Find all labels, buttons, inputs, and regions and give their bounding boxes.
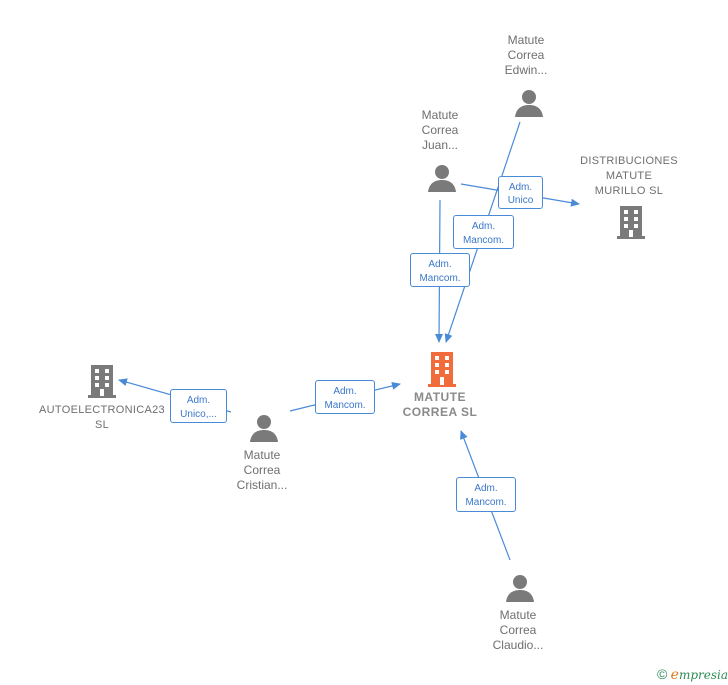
- person-node-juan[interactable]: Matute Correa Juan...: [395, 108, 485, 153]
- person-name-line: Correa: [507, 48, 545, 62]
- edge-label-role: Adm.: [474, 483, 498, 494]
- building-icon[interactable]: [86, 364, 118, 398]
- company-node-matute-correa[interactable]: MATUTE CORREA SL: [385, 390, 495, 420]
- brand-initial: e: [670, 667, 679, 683]
- person-name-line: Matute: [421, 108, 459, 122]
- person-name-line: Matute: [507, 33, 545, 47]
- person-node-claudio[interactable]: Matute Correa Claudio...: [472, 608, 564, 653]
- edge-label-type: Unico,...: [180, 409, 217, 420]
- edge-label-edwin-matute[interactable]: Adm. Mancom.: [453, 215, 514, 249]
- edge-label-role: Adm.: [333, 386, 357, 397]
- company-name-line: AUTOELECTRONICA23: [39, 404, 165, 416]
- edge-label-role: Adm.: [471, 221, 496, 232]
- person-icon[interactable]: [249, 413, 279, 443]
- empresia-watermark: © empresia: [657, 666, 728, 683]
- person-icon[interactable]: [427, 163, 457, 193]
- edge-label-type: Mancom.: [419, 273, 461, 284]
- person-node-edwin[interactable]: Matute Correa Edwin...: [480, 33, 572, 78]
- building-icon[interactable]: [615, 205, 647, 239]
- edge-label-role: Adm.: [508, 182, 533, 193]
- focus-building-icon[interactable]: [426, 351, 458, 387]
- edge-label-type: Mancom.: [462, 235, 505, 246]
- company-name-line: CORREA SL: [402, 405, 478, 419]
- person-name-line: Correa: [499, 623, 537, 637]
- edge-label-juan-matute[interactable]: Adm. Mancom.: [410, 253, 470, 287]
- person-icon[interactable]: [514, 88, 544, 118]
- company-name-line: MATUTE: [605, 170, 653, 182]
- company-node-distribuciones[interactable]: DISTRIBUCIONES MATUTE MURILLO SL: [570, 154, 688, 199]
- edge-label-type: Mancom.: [465, 497, 507, 508]
- edge-label-role: Adm.: [186, 395, 211, 406]
- person-name-line: Juan...: [421, 138, 459, 152]
- edge-label-juan-distribuciones[interactable]: Adm. Unico: [498, 176, 543, 209]
- person-name-line: Matute: [499, 608, 537, 622]
- brand-name: mpresia: [678, 668, 728, 682]
- company-node-autoelectronica[interactable]: AUTOELECTRONICA23 SL: [30, 403, 174, 433]
- person-name-line: Correa: [243, 463, 281, 477]
- person-node-cristian[interactable]: Matute Correa Cristian...: [216, 448, 308, 493]
- person-name-line: Cristian...: [236, 478, 288, 492]
- company-name-line: DISTRIBUCIONES: [580, 155, 678, 167]
- edge-label-cristian-matute[interactable]: Adm. Mancom.: [315, 380, 375, 414]
- person-name-line: Edwin...: [504, 63, 548, 77]
- edge-label-type: Unico: [507, 195, 534, 206]
- person-name-line: Correa: [421, 123, 459, 137]
- person-icon[interactable]: [505, 573, 535, 603]
- company-name-line: SL: [94, 419, 110, 431]
- edge-label-type: Mancom.: [324, 400, 366, 411]
- person-name-line: Matute: [243, 448, 281, 462]
- copyright-symbol: ©: [656, 666, 668, 682]
- edge-label-role: Adm.: [428, 259, 452, 270]
- company-name-line: MATUTE: [413, 390, 467, 404]
- edge-label-cristian-auto[interactable]: Adm. Unico,...: [170, 389, 227, 423]
- edge-label-claudio-matute[interactable]: Adm. Mancom.: [456, 477, 516, 512]
- person-name-line: Claudio...: [492, 638, 544, 652]
- company-name-line: MURILLO SL: [594, 185, 664, 197]
